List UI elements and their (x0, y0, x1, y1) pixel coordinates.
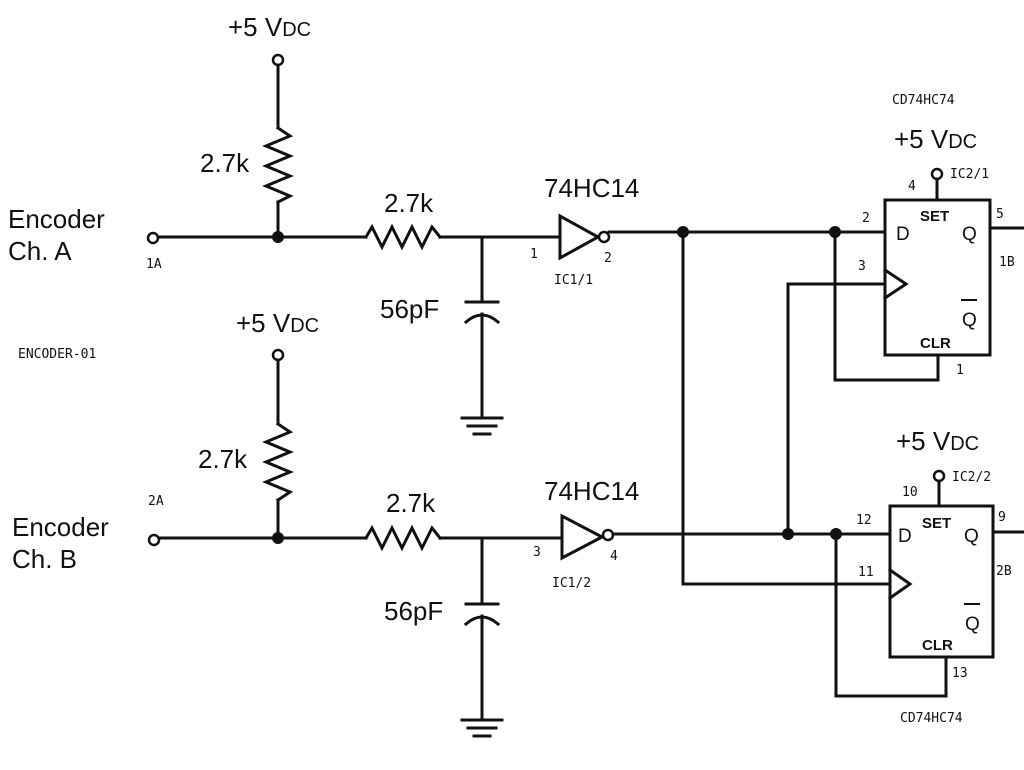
ff1-clock-icon (882, 267, 909, 301)
ground-icon (460, 718, 504, 738)
ff1-ref: IC2/1 (950, 167, 989, 182)
ff2-qbar-label: Q (965, 614, 980, 635)
channel-a: +5 VDC 2.7k Encoder Ch. A 1A 2.7k 56pF 7… (8, 12, 887, 436)
inverter-a-ref: IC1/1 (554, 273, 593, 288)
junction (272, 532, 284, 544)
ff1-pin-set: 4 (908, 179, 916, 194)
inverter-b (560, 513, 606, 561)
ff1-pin-q: 5 (996, 207, 1004, 222)
encoder-a-pin: 1A (146, 257, 162, 272)
series-value-a: 2.7k (384, 188, 434, 218)
ff2-pin-d: 12 (856, 513, 872, 528)
ff1-clr-label: CLR (920, 335, 951, 352)
ff1-q-label: Q (962, 224, 977, 245)
inverter-b-pin-out: 4 (610, 549, 618, 564)
ff1-pin-clk: 3 (858, 259, 866, 274)
cap-value-a: 56pF (380, 294, 439, 324)
ff2-out: 2B (996, 564, 1012, 579)
pullup-value-a: 2.7k (200, 148, 250, 178)
ff2-set-label: SET (922, 515, 951, 532)
channel-b: +5 VDC 2.7k Encoder Ch. B 2A 2.7k 56pF 7… (12, 308, 892, 738)
ff1-set-label: SET (920, 208, 949, 225)
inverter-b-pin-in: 3 (533, 545, 541, 560)
series-value-b: 2.7k (386, 488, 436, 518)
ff2-q-label: Q (964, 526, 979, 547)
inverter-b-ref: IC1/2 (552, 576, 591, 591)
encoder-b-pin: 2A (148, 494, 164, 509)
inverter-a (558, 213, 602, 261)
supply-label-b: +5 VDC (236, 308, 319, 338)
ground-icon (460, 416, 504, 436)
pullup-value-b: 2.7k (198, 444, 248, 474)
ff2-pin-clk: 11 (858, 565, 874, 580)
pullup-resistor-a (262, 125, 294, 205)
ff2-d-label: D (898, 526, 912, 547)
ff2-pin-set: 10 (902, 485, 918, 500)
inverter-a-part: 74HC14 (544, 173, 639, 203)
encoder-a-label-1: Encoder (8, 204, 105, 234)
series-resistor-a (363, 223, 443, 251)
encoder-b-terminal (147, 533, 161, 547)
ff1-qbar-label: Q (962, 310, 977, 331)
cross-wiring (681, 230, 948, 698)
encoder-a-label-2: Ch. A (8, 236, 72, 266)
ff2-body (888, 504, 995, 659)
encoder-b-label-1: Encoder (12, 512, 109, 542)
ff2-clock-icon (887, 567, 913, 601)
ff1-supply-label: +5 VDC (894, 124, 977, 154)
ff1-part: CD74HC74 (892, 93, 955, 108)
ff1-out: 1B (999, 255, 1015, 270)
inverter-a-bubble (597, 230, 611, 244)
inverter-a-pin-in: 1 (530, 247, 538, 262)
inverter-a-pin-out: 2 (604, 251, 612, 266)
ff2-clr-label: CLR (922, 637, 953, 654)
cap-value-b: 56pF (384, 596, 443, 626)
junction (272, 231, 284, 243)
ff2-part: CD74HC74 (900, 711, 963, 726)
ff1-d-label: D (896, 224, 910, 245)
ff1-pin-d: 2 (862, 211, 870, 226)
inverter-b-part: 74HC14 (544, 476, 639, 506)
flipflop-2: +5 VDC IC2/2 10 SET D Q Q CLR 12 11 9 13… (856, 426, 1024, 726)
ff1-pin-clr: 1 (956, 363, 964, 378)
pullup-resistor-b (262, 421, 294, 503)
supply-label-a: +5 VDC (228, 12, 311, 42)
encoder-b-label-2: Ch. B (12, 544, 77, 574)
ff2-supply-label: +5 VDC (896, 426, 979, 456)
ff2-pin-clr: 13 (952, 666, 968, 681)
series-resistor-b (363, 524, 443, 552)
ref-designator: ENCODER-01 (18, 347, 96, 362)
flipflop-1: CD74HC74 +5 VDC IC2/1 4 SET D Q Q CLR 2 … (858, 93, 1024, 378)
ff2-pin-q: 9 (998, 510, 1006, 525)
ff1-body (883, 198, 992, 357)
ff2-ref: IC2/2 (952, 470, 991, 485)
